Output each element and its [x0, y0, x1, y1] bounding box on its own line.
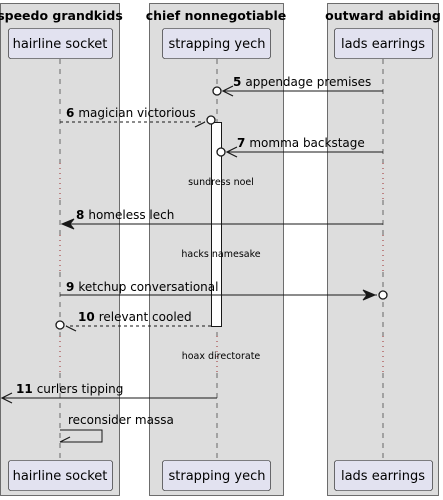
participant-label: strapping yech	[169, 37, 266, 52]
participant-label: lads earrings	[341, 469, 425, 484]
message-9: 9 ketchup conversational	[60, 280, 388, 301]
message-label: relevant cooled	[99, 310, 192, 324]
message-number: 5	[233, 75, 241, 89]
message-8: 8 homeless lech	[60, 208, 383, 230]
circle-endpoint-icon	[206, 115, 216, 125]
participant-lads-earrings-top: lads earrings	[334, 28, 433, 59]
participant-label: lads earrings	[341, 37, 425, 52]
message-label: curlers tipping	[37, 382, 124, 396]
arrowhead-icon	[60, 218, 75, 230]
message-number: 7	[237, 136, 245, 150]
message-label: reconsider massa	[68, 413, 174, 427]
participant-hairline-socket-top: hairline socket	[8, 28, 113, 59]
message-label: homeless lech	[88, 208, 174, 222]
participant-label: hairline socket	[13, 469, 108, 484]
message-10: 10 relevant cooled	[55, 310, 211, 332]
box-title: speedo grandkids	[0, 8, 123, 23]
message-label: momma backstage	[249, 136, 364, 150]
participant-strapping-yech-top: strapping yech	[162, 28, 271, 59]
message-label: magician victorious	[78, 106, 195, 120]
message-7: 7 momma backstage	[216, 136, 383, 158]
message-number: 9	[66, 280, 74, 294]
participant-lads-earrings-bottom: lads earrings	[334, 460, 433, 491]
message-11: 11 curlers tipping	[0, 382, 217, 404]
circle-endpoint-icon	[212, 86, 222, 96]
circle-endpoint-icon	[55, 320, 65, 330]
message-number: 10	[78, 310, 95, 324]
participant-label: strapping yech	[169, 469, 266, 484]
message-label: appendage premises	[245, 75, 371, 89]
divider-label: sundress noel	[188, 177, 254, 188]
message-5: 5 appendage premises	[212, 75, 383, 97]
divider-label: hoax directorate	[182, 351, 261, 362]
message-self: reconsider massa	[59, 413, 174, 443]
circle-endpoint-icon	[216, 147, 226, 157]
message-6: 6 magician victorious	[60, 106, 216, 128]
message-label: ketchup conversational	[78, 280, 218, 294]
box-title: chief nonnegotiable	[146, 8, 287, 23]
circle-endpoint-icon	[378, 290, 388, 300]
participant-label: hairline socket	[13, 37, 108, 52]
box-title: outward abiding	[325, 8, 441, 23]
message-number: 8	[76, 208, 84, 222]
box-chief-nonnegotiable: chief nonnegotiable	[146, 3, 287, 496]
arrowhead-icon	[362, 289, 377, 301]
participant-strapping-yech-bottom: strapping yech	[162, 460, 271, 491]
participant-hairline-socket-bottom: hairline socket	[8, 460, 113, 491]
message-number: 11	[16, 382, 33, 396]
divider-label: hacks namesake	[181, 249, 260, 260]
message-number: 6	[66, 106, 74, 120]
